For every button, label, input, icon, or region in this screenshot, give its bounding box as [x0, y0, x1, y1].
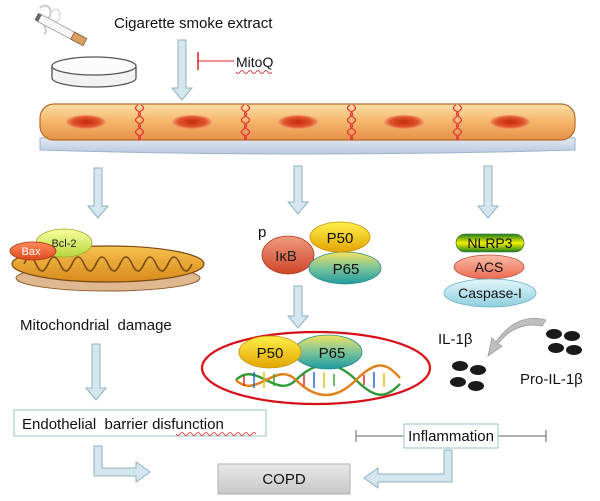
nlrp3-label: NLRP3	[467, 235, 512, 251]
pro-il1b-label: Pro-IL-1β	[520, 371, 583, 388]
nlrp3-protein: NLRP3	[455, 233, 525, 253]
nuclear-p50-protein: P50	[238, 335, 302, 369]
p65-label: P65	[333, 261, 360, 278]
p50-label: P50	[327, 230, 354, 247]
petri-dish-icon	[51, 56, 137, 88]
inhibitor-label: MitoQ	[236, 54, 273, 70]
arrow-cells-to-nfkb	[286, 165, 310, 215]
arrow-cells-to-mitochondria	[86, 167, 110, 219]
ikb-label: IκB	[275, 248, 297, 265]
arrow-pro-to-mature	[487, 317, 547, 357]
arrow-cells-to-inflammasome	[476, 165, 500, 219]
copd-box: COPD	[217, 463, 351, 495]
arrow-barrier-to-copd	[93, 445, 151, 483]
mitoq-inhibitor: MitoQ	[197, 52, 273, 74]
caspase-label: Caspase-I	[458, 285, 522, 301]
bcl2-label: Bcl-2	[51, 238, 76, 250]
endothelial-barrier-box: Endothelial barrier disfunction	[13, 409, 267, 437]
arrow-mito-to-barrier	[84, 343, 108, 401]
bax-protein: Bax	[9, 241, 57, 261]
arrow-stimulus-to-cells	[170, 39, 194, 101]
stimulus-label: Cigarette smoke extract	[114, 15, 273, 32]
p50-protein: P50	[309, 221, 371, 253]
ikb-protein: IκB	[261, 235, 315, 275]
bax-label: Bax	[22, 246, 41, 258]
il1b-label: IL-1β	[438, 331, 473, 348]
caspase-protein: Caspase-I	[443, 278, 537, 308]
pro-il1b-cluster	[546, 329, 582, 355]
acs-label: ACS	[475, 259, 504, 275]
endo-barrier-label: Endothelial barrier disfunction	[22, 416, 224, 433]
inflammation-label: Inflammation	[408, 428, 494, 445]
endothelial-cell-layer	[39, 103, 576, 155]
nucleus-translocation: P65 P50	[200, 330, 432, 406]
cigarette-icon	[34, 4, 88, 47]
nuclear-p65-label: P65	[319, 345, 346, 362]
acs-protein: ACS	[453, 254, 525, 280]
il1b-cluster	[450, 361, 486, 391]
nuclear-p50-label: P50	[257, 345, 284, 362]
arrow-nfkb-to-nucleus	[286, 285, 310, 329]
phospho-label: p	[258, 224, 266, 241]
nuclear-p65-protein: P65	[293, 334, 363, 370]
p65-protein: P65	[308, 251, 382, 285]
inflammation-bracket: Inflammation	[355, 423, 547, 449]
arrow-inflammation-to-copd	[363, 449, 453, 489]
copd-label: COPD	[262, 471, 306, 488]
mito-damage-label: Mitochondrial damage	[20, 317, 172, 334]
